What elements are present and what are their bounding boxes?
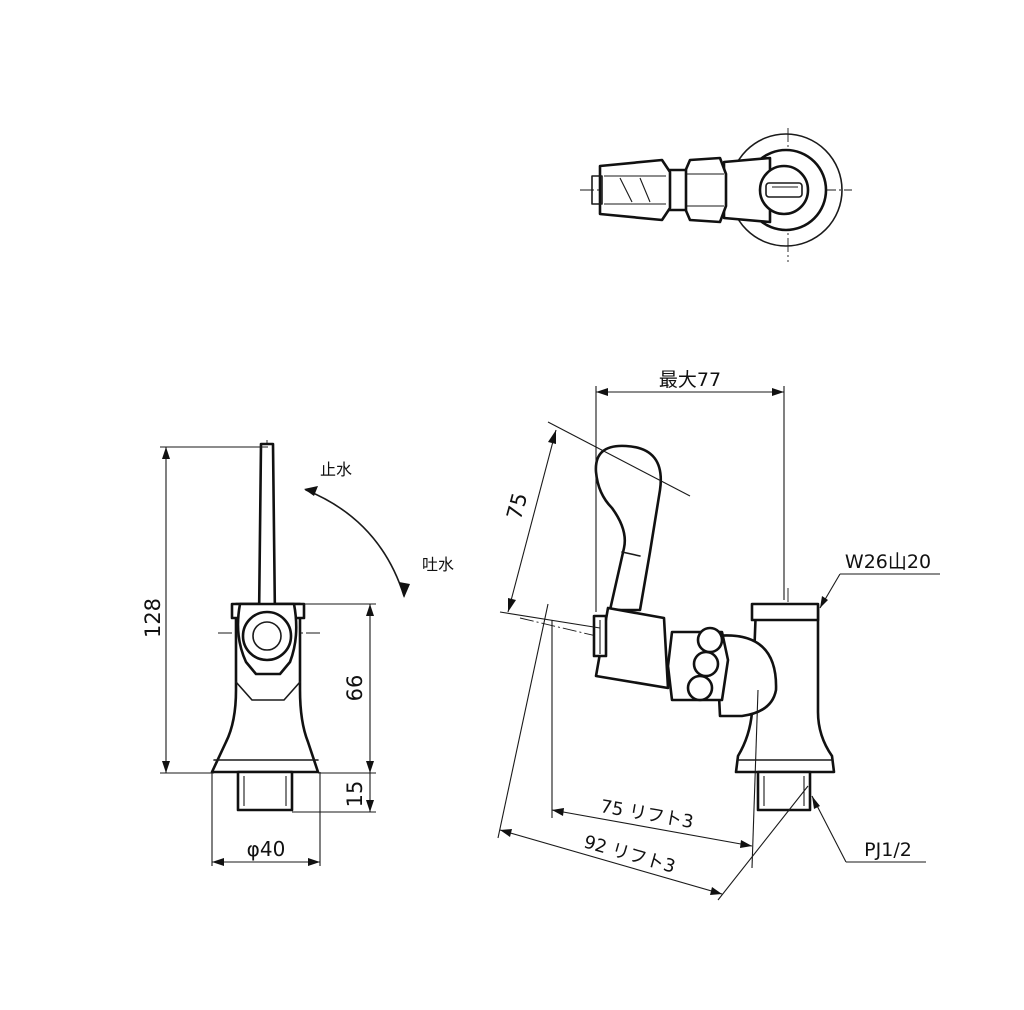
side-dimensions	[497, 386, 940, 901]
thread-top-label: W26山20	[845, 551, 931, 573]
spout-water-label: 吐水	[422, 555, 454, 574]
lift-92-label: 92 リフト3	[581, 832, 677, 878]
stop-water-label: 止水	[320, 460, 352, 479]
max-reach-label: 最大77	[659, 369, 721, 391]
height-total-label: 128	[141, 598, 165, 638]
front-view	[210, 440, 410, 812]
lever-length-label: 75	[502, 490, 532, 522]
top-view	[580, 128, 852, 262]
diameter-label: φ40	[247, 837, 286, 861]
side-view	[519, 444, 836, 812]
height-thread-label: 15	[343, 781, 367, 808]
front-dimensions	[160, 446, 376, 866]
height-body-label: 66	[343, 675, 367, 702]
thread-bottom-label: PJ1/2	[864, 839, 912, 861]
